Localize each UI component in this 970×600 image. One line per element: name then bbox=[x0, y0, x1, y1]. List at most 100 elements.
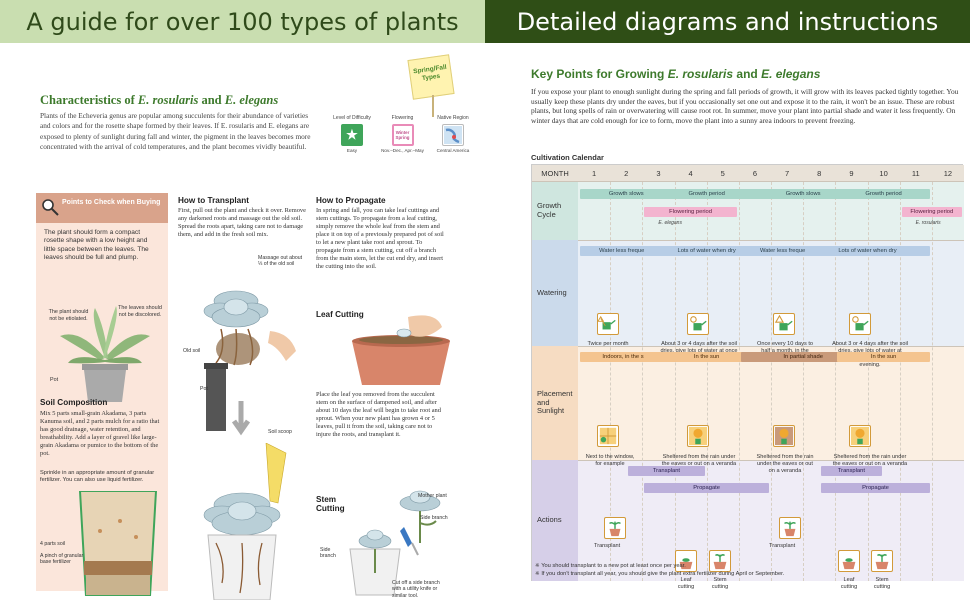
transplant-bar: Transplant bbox=[628, 466, 705, 476]
right-banner: Detailed diagrams and instructions bbox=[485, 0, 970, 43]
growth-bar: Growth period bbox=[644, 189, 769, 199]
transplant-title: How to Transplant bbox=[178, 196, 249, 205]
title-mid: and bbox=[198, 93, 225, 107]
spring-fall-tag: Spring/Fall Types bbox=[407, 54, 455, 100]
watering-can-icon bbox=[687, 313, 709, 335]
grid-line bbox=[835, 182, 837, 581]
difficulty-head: Level of Difficulty bbox=[333, 115, 371, 121]
title-species-1: E. rosularis bbox=[137, 93, 199, 107]
propagate-bar: Propagate bbox=[644, 483, 769, 493]
row-separator bbox=[532, 460, 964, 461]
difficulty-foot: Easy bbox=[346, 148, 358, 153]
leaf-cutting-icon bbox=[838, 550, 860, 572]
placement-bar: In partial shade bbox=[740, 352, 866, 362]
grid-line bbox=[642, 182, 644, 581]
characteristics-title: Characteristics of E. rosularis and E. e… bbox=[40, 93, 278, 108]
month-4: 4 bbox=[688, 169, 693, 178]
leaf-cutting-title: Leaf Cutting bbox=[316, 310, 364, 319]
placement-bar: Indoors, in the sun bbox=[580, 352, 673, 362]
right-page: Key Points for Growing E. rosularis and … bbox=[485, 43, 970, 600]
month-2: 2 bbox=[624, 169, 629, 178]
month-9: 9 bbox=[849, 169, 854, 178]
plant-info-icons: Level of Difficulty ★ Easy Flowering Win… bbox=[330, 115, 475, 154]
soil-layers-illustration bbox=[78, 491, 158, 596]
flowering-head: Flowering bbox=[391, 115, 414, 121]
actions-label: Actions bbox=[532, 460, 578, 581]
label-side-branch: Side branch bbox=[420, 515, 448, 521]
grid-line bbox=[899, 182, 901, 581]
month-3: 3 bbox=[656, 169, 661, 178]
label-cut-side-branch: Cut off a side branch with a utility kni… bbox=[392, 580, 440, 599]
region-info: Native Region Central America bbox=[431, 115, 475, 154]
placement-label: Placement and Sunlight bbox=[532, 346, 578, 460]
grid-line bbox=[771, 182, 772, 581]
tag-pole bbox=[432, 95, 434, 117]
stem-cutting-label-2: Stem cutting bbox=[873, 577, 891, 590]
month-1: 1 bbox=[591, 169, 597, 178]
flowering-info: Flowering Winter Spring Nov.–Dec., Apr.–… bbox=[381, 115, 425, 154]
transplant-text: First, pull out the plant and check it o… bbox=[178, 207, 306, 238]
calendar-title: Cultivation Calendar bbox=[531, 153, 604, 162]
watering-bar: Water less frequently bbox=[740, 246, 834, 256]
leaf-cutting-illustration bbox=[352, 315, 450, 385]
transplant-label-1: Transplant bbox=[594, 543, 621, 549]
region-head: Native Region bbox=[437, 115, 469, 121]
partial-shade-icon bbox=[773, 425, 795, 447]
month-5: 5 bbox=[720, 169, 725, 178]
watering-bar: Lots of water when dry bbox=[644, 246, 769, 256]
checklist-text: The plant should form a compact rosette … bbox=[44, 229, 149, 261]
left-banner: A guide for over 100 types of plants bbox=[0, 0, 485, 43]
placement-note: Sheltered from the rain under the eaves … bbox=[661, 454, 737, 467]
transplant-icon bbox=[604, 517, 626, 539]
checklist-heading: Points to Check when Buying bbox=[36, 193, 168, 223]
placement-bar: In the sun bbox=[837, 352, 930, 362]
grid-line bbox=[867, 182, 869, 581]
watering-bar: Lots of water when dry bbox=[805, 246, 930, 256]
row-separator bbox=[532, 346, 964, 347]
label-not-discolored: The leaves should not be discolored. bbox=[118, 305, 162, 318]
transplant-illustration bbox=[203, 290, 296, 436]
star-icon: ★ bbox=[341, 124, 363, 146]
grid-line bbox=[610, 182, 612, 581]
window-sun-icon bbox=[597, 425, 619, 447]
flowering-bar: Flowering period bbox=[644, 207, 737, 217]
grid-line bbox=[706, 182, 708, 581]
watering-bar: Water less frequently bbox=[580, 246, 673, 256]
flowering-bar: Flowering period bbox=[901, 207, 962, 217]
month-7: 7 bbox=[784, 169, 790, 178]
stem-cutting-illustration bbox=[349, 490, 441, 596]
leaf-cutting-label-1: Leaf cutting bbox=[677, 577, 695, 590]
footnote-1: ※ You should transplant to a new pot at … bbox=[535, 563, 686, 569]
watering-can-icon bbox=[597, 313, 619, 335]
sun-plant-icon bbox=[849, 425, 871, 447]
placement-note: Sheltered from the rain under the eaves … bbox=[756, 454, 814, 474]
label-fertilizer-pinch: A pinch of granular base fertilizer bbox=[40, 553, 84, 566]
key-points-text: If you expose your plant to enough sunli… bbox=[531, 87, 959, 125]
repotted-plant-illustration bbox=[203, 443, 287, 600]
flowering-species: E. rosularis bbox=[915, 220, 941, 226]
propagate-title: How to Propagate bbox=[316, 196, 386, 205]
map-icon bbox=[442, 124, 464, 146]
stem-cutting-title: Stem Cutting bbox=[316, 495, 345, 513]
leaf-cutting-icon bbox=[675, 550, 697, 572]
footnote-2: ※ If you don't transplant all year, you … bbox=[535, 571, 785, 577]
label-not-etiolated: The plant should not be etiolated. bbox=[48, 309, 89, 322]
label-soil-scoop: Soil scoop bbox=[268, 429, 292, 435]
difficulty-info: Level of Difficulty ★ Easy bbox=[330, 115, 374, 154]
grid-line bbox=[674, 182, 676, 581]
transplant-icon bbox=[779, 517, 801, 539]
label-transplant-pot: Pot bbox=[200, 386, 208, 392]
flowering-season-icon: Winter Spring bbox=[391, 124, 414, 146]
rp-title-prefix: Key Points for Growing bbox=[531, 67, 668, 81]
transplant-bar: Transplant bbox=[821, 466, 882, 476]
stem-cutting-label-1: Stem cutting bbox=[711, 577, 729, 590]
month-11: 11 bbox=[911, 169, 920, 178]
watering-can-icon bbox=[849, 313, 871, 335]
propagate-text: In spring and fall, you can take leaf cu… bbox=[316, 207, 444, 270]
row-separator bbox=[532, 240, 964, 241]
checklist-heading-text: Points to Check when Buying bbox=[62, 199, 161, 206]
growth-cycle-label: Growth Cycle bbox=[532, 182, 578, 240]
grid-line bbox=[803, 182, 805, 581]
stem-cutting-icon bbox=[871, 550, 893, 572]
sun-plant-icon bbox=[687, 425, 709, 447]
